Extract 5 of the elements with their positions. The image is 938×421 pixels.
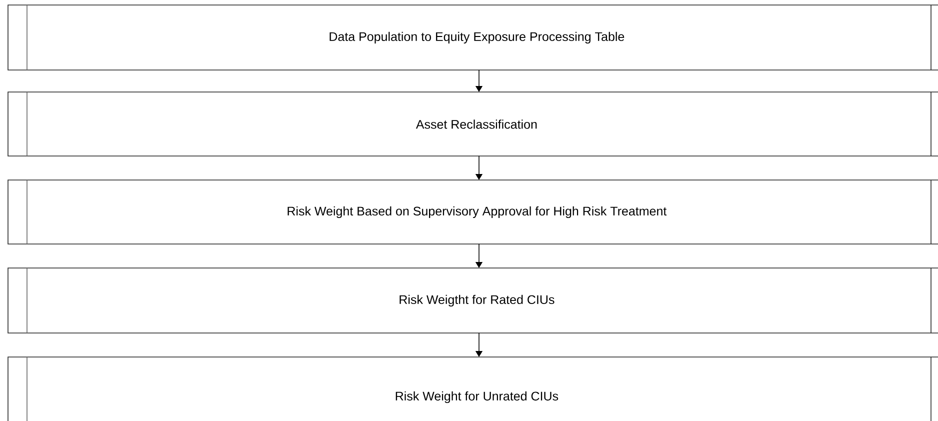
process-box: Asset Reclassification	[8, 92, 938, 156]
process-box: Risk Weight Based on Supervisory Approval for High Risk Treatment	[8, 180, 938, 244]
process-box: Risk Weight for Unrated CIUs	[8, 356, 938, 421]
process-box: Data Population to Equity Exposure Processing Table	[8, 4, 938, 70]
process-box: Risk Weigtht for Rated CIUs	[8, 268, 938, 334]
